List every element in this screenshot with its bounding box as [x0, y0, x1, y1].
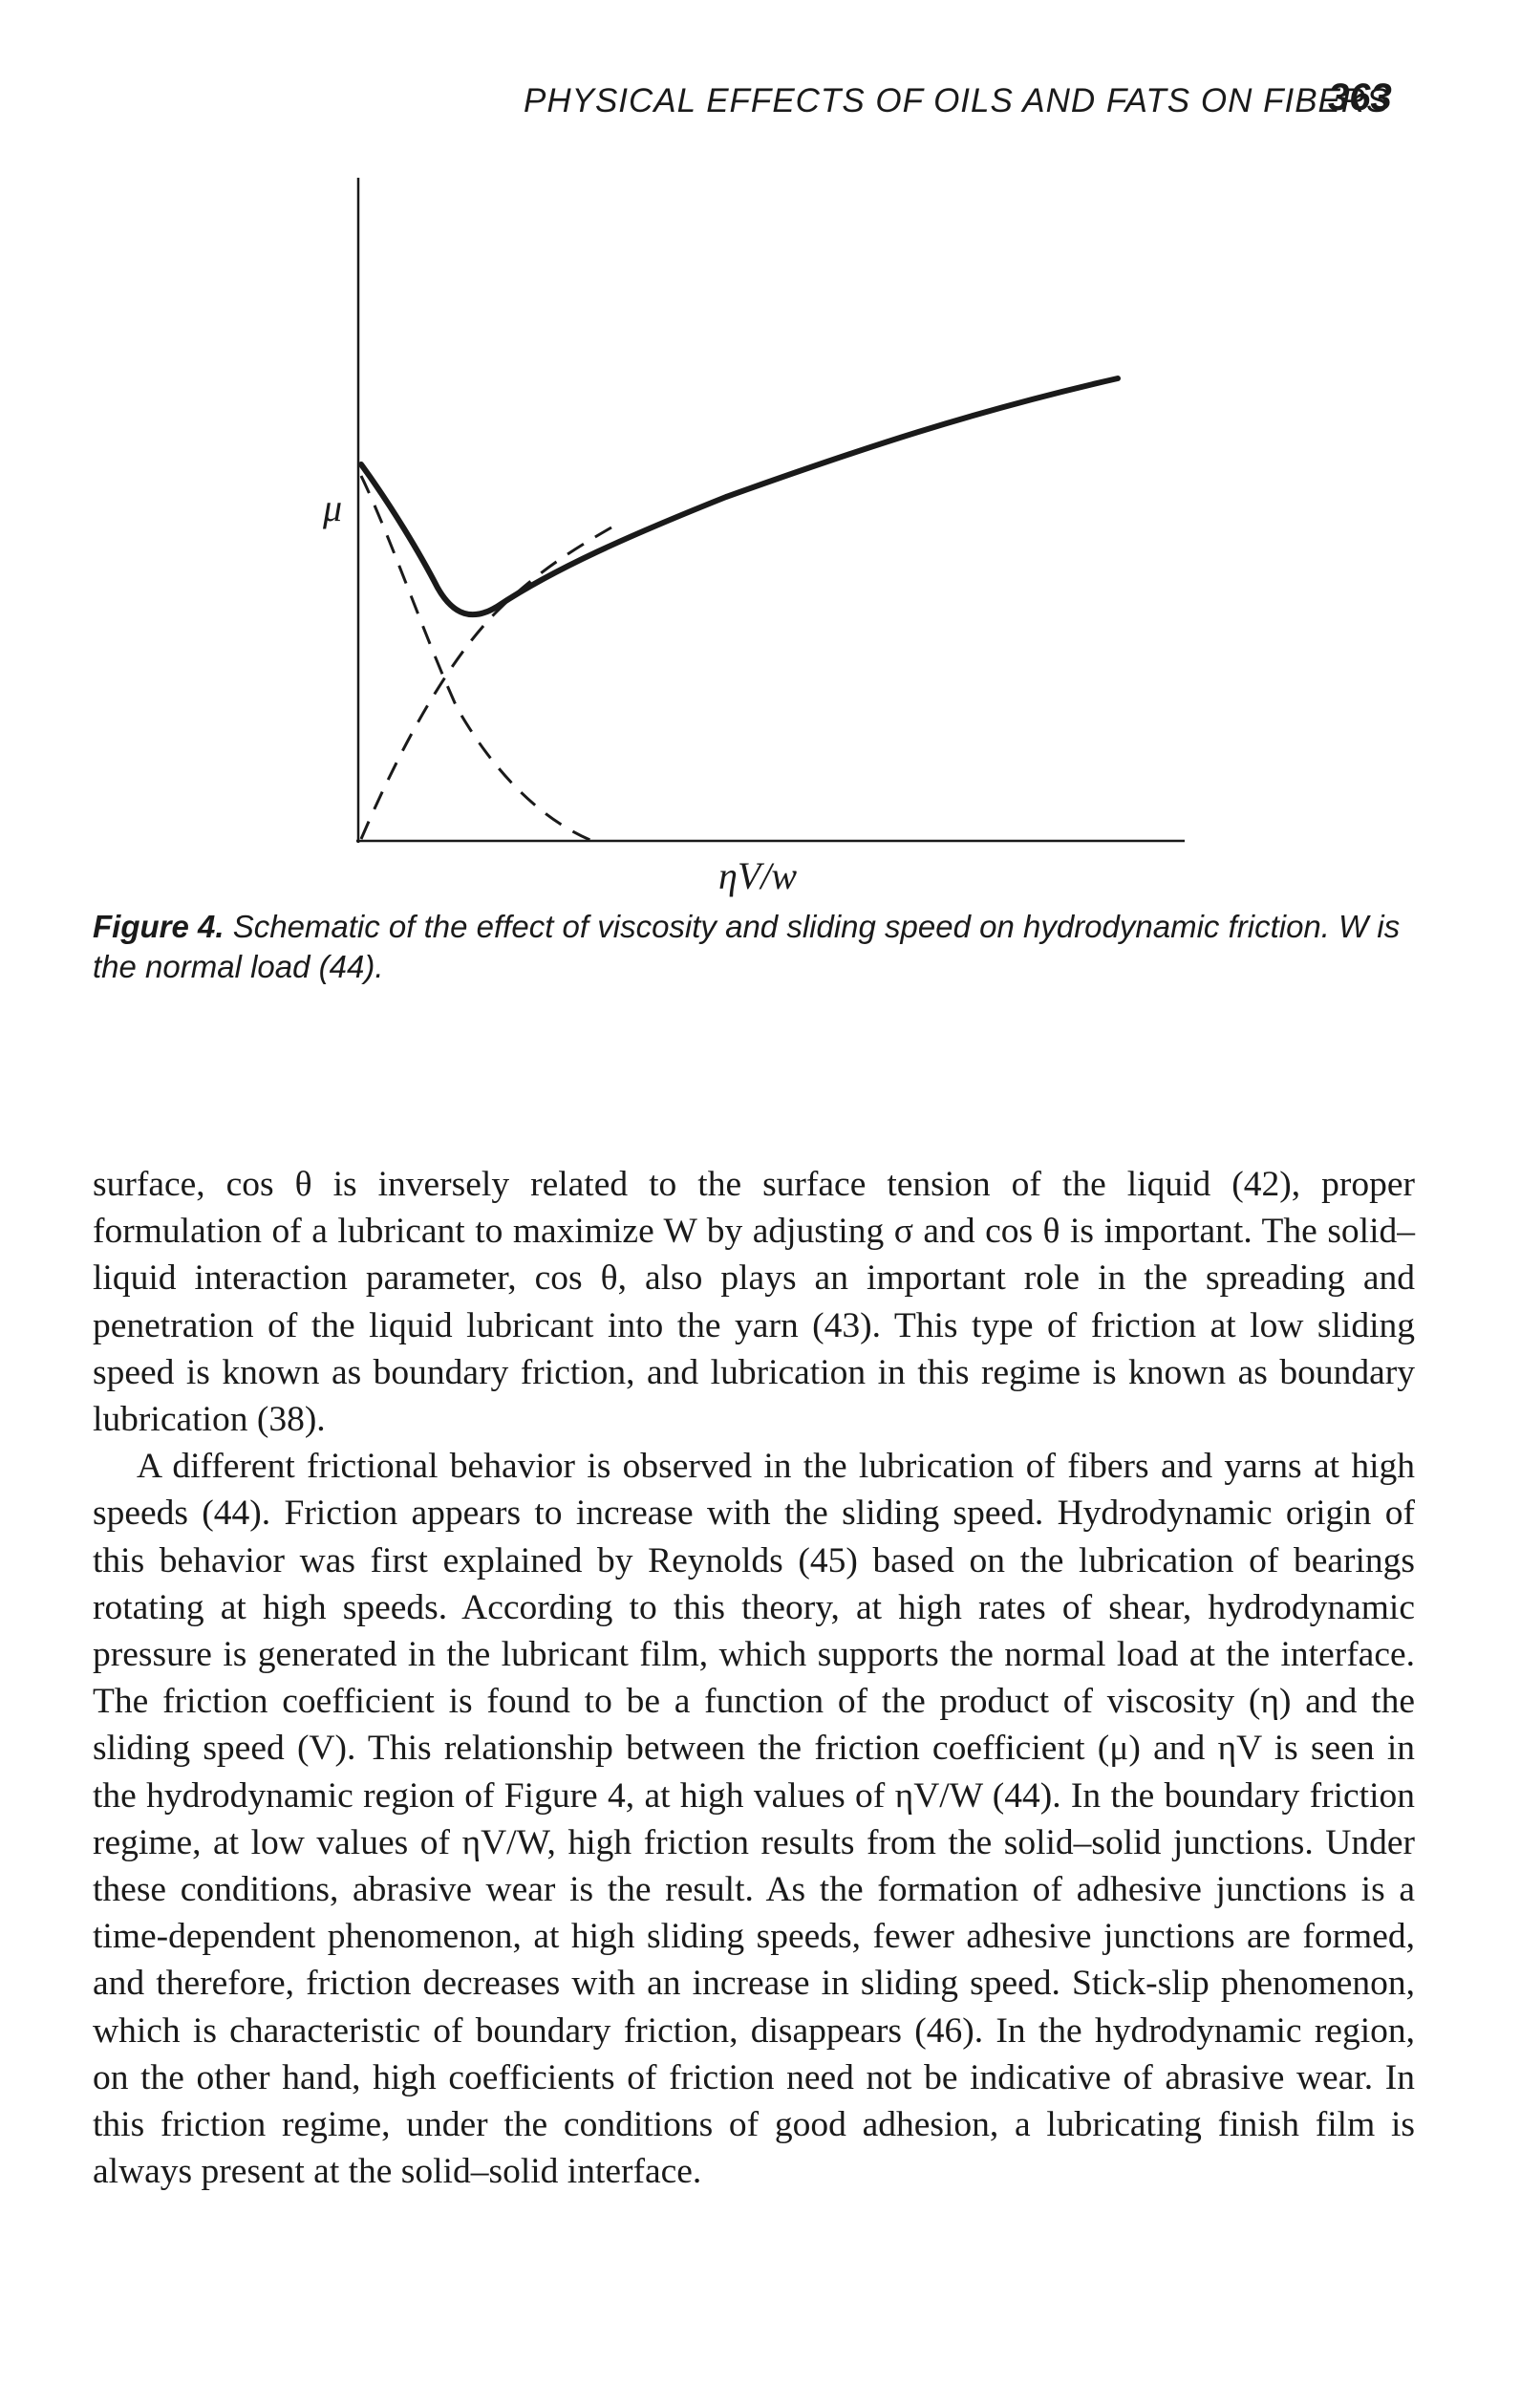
figure-caption-text: Schematic of the effect of viscosity and…	[93, 909, 1401, 984]
friction-schematic-figure: μ ηV/w	[322, 178, 1185, 897]
figure-caption: Figure 4. Schematic of the effect of vis…	[93, 907, 1430, 987]
body-paragraph: A different frictional behavior is obser…	[93, 1447, 1415, 2192]
y-axis-label: μ	[322, 486, 342, 529]
page-number: 363	[1328, 76, 1392, 118]
x-axis-label: ηV/w	[718, 854, 797, 897]
running-head-title: PHYSICAL EFFECTS OF OILS AND FATS ON FIB…	[524, 82, 1390, 119]
figure-caption-label: Figure 4.	[93, 909, 225, 944]
body-text: surface, cos θ is inversely related to t…	[93, 1161, 1415, 2195]
boundary-friction-dashed-curve	[359, 475, 593, 843]
hydrodynamic-friction-dashed-curve	[359, 526, 612, 840]
body-paragraph: surface, cos θ is inversely related to t…	[93, 1165, 1415, 1440]
total-friction-solid-curve	[358, 376, 1121, 618]
